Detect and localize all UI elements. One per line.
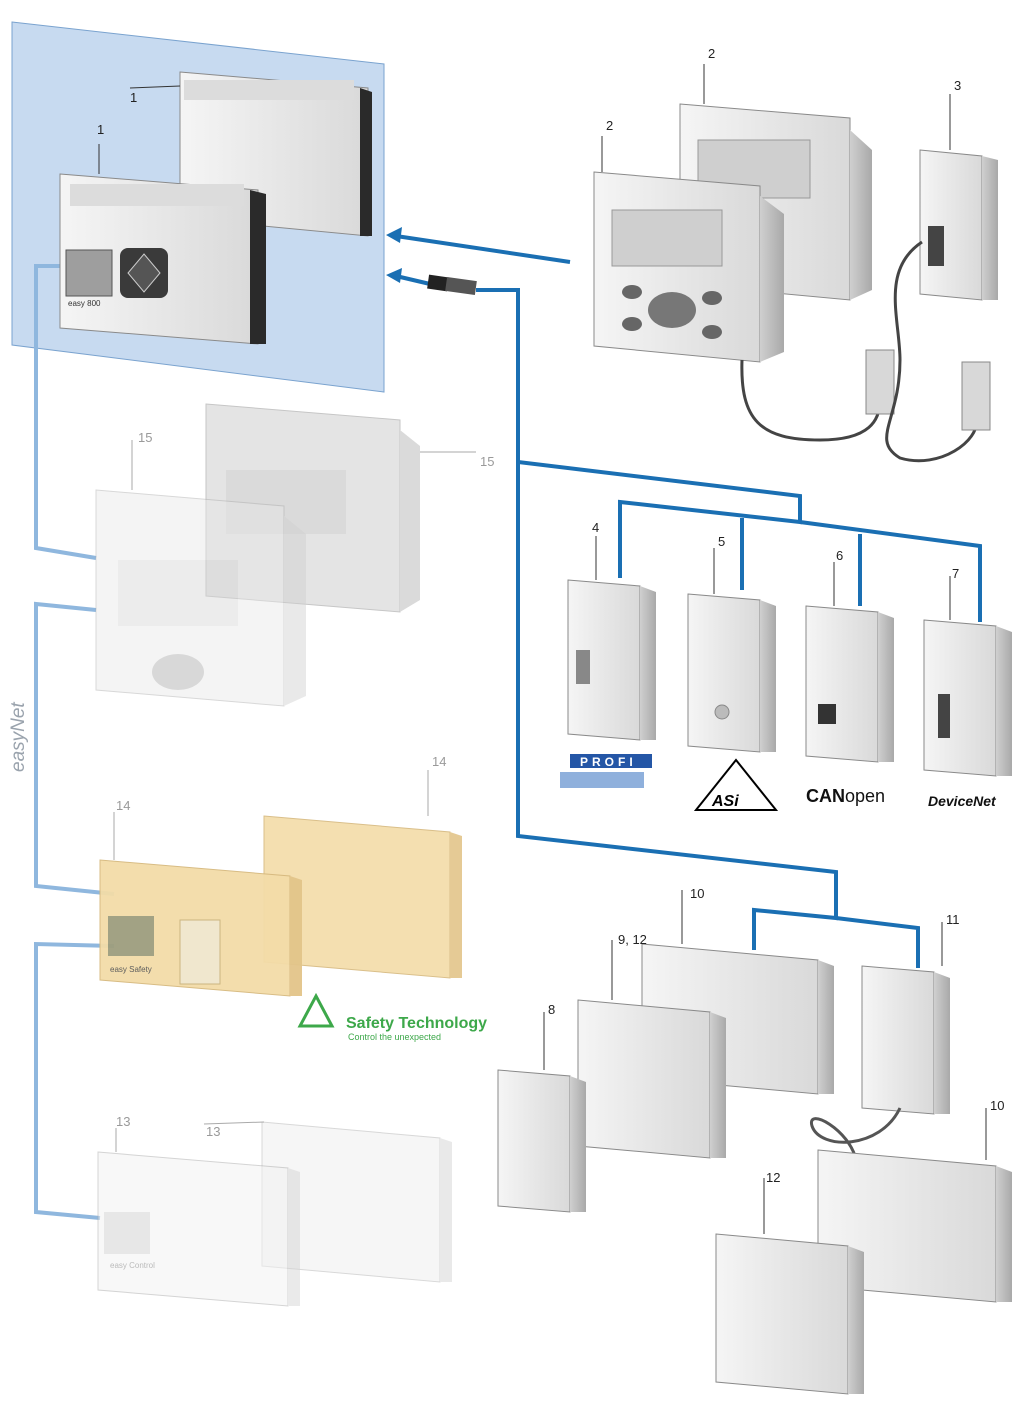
profibus-logo: PROFI xyxy=(560,754,652,788)
base-unit-front: easy 800 xyxy=(59,173,266,345)
cable-plug xyxy=(961,361,991,431)
svg-text:ASi: ASi xyxy=(711,793,739,810)
module-5-asi xyxy=(687,593,776,753)
display-unit-front xyxy=(593,171,784,363)
display-cable xyxy=(740,359,882,442)
label-9-12: 9, 12 xyxy=(618,932,647,947)
safety-technology-logo: Safety Technology Control the unexpected xyxy=(297,992,487,1042)
module-8 xyxy=(497,1069,586,1213)
bus-arrowhead xyxy=(386,227,402,243)
bus-lines-dark xyxy=(395,234,982,968)
svg-text:PROFI: PROFI xyxy=(580,755,637,769)
label-15-front: 15 xyxy=(138,430,152,445)
label-12: 12 xyxy=(766,1170,780,1185)
cable-plug xyxy=(865,349,895,415)
module-9-12 xyxy=(577,999,726,1159)
label-7: 7 xyxy=(952,566,959,581)
module-3 xyxy=(919,149,998,301)
easynet-label: easyNet xyxy=(8,702,29,772)
interface-connector xyxy=(427,274,477,296)
label-5: 5 xyxy=(718,534,725,549)
label-14-front: 14 xyxy=(116,798,130,813)
canopen-logo: CANopen xyxy=(806,786,885,806)
module-11-cable xyxy=(810,1107,902,1161)
label-13-front: 13 xyxy=(116,1114,130,1129)
label-11: 11 xyxy=(946,912,960,927)
module-11 xyxy=(861,965,950,1115)
module-3-cable xyxy=(885,240,978,463)
faded-display-rear xyxy=(205,403,420,613)
svg-text:Control the unexpected: Control the unexpected xyxy=(348,1032,441,1042)
label-13-rear: 13 xyxy=(206,1124,220,1139)
asi-logo: ASi xyxy=(693,758,779,811)
devicenet-logo: DeviceNet xyxy=(928,793,997,809)
control-unit-front: easy Control xyxy=(97,1151,300,1307)
label-1-rear: 1 xyxy=(130,90,137,105)
module-6-canopen xyxy=(805,605,894,763)
module-12 xyxy=(715,1233,864,1395)
module-4-profibus xyxy=(567,579,656,741)
label-2-rear: 2 xyxy=(708,46,715,61)
label-14-rear: 14 xyxy=(432,754,446,769)
svg-text:Safety Technology: Safety Technology xyxy=(346,1015,487,1032)
svg-text:CANopen: CANopen xyxy=(806,786,885,806)
base-unit-brand: easy 800 xyxy=(68,299,101,308)
faded-display-front xyxy=(95,489,306,707)
label-10-bottom: 10 xyxy=(990,1098,1004,1113)
easynet-lines xyxy=(34,264,115,1220)
safety-unit-front: easy Safety xyxy=(99,859,302,997)
svg-text:easy Safety: easy Safety xyxy=(110,965,152,974)
control-unit-rear xyxy=(261,1121,452,1283)
svg-text:DeviceNet: DeviceNet xyxy=(928,793,997,809)
label-8: 8 xyxy=(548,1002,555,1017)
module-7-devicenet xyxy=(923,619,1012,777)
label-2-front: 2 xyxy=(606,118,613,133)
label-1-front: 1 xyxy=(97,122,104,137)
label-3: 3 xyxy=(954,78,961,93)
label-15-rear: 15 xyxy=(480,454,494,469)
bus-arrowhead xyxy=(386,268,402,283)
label-4: 4 xyxy=(592,520,599,535)
label-6: 6 xyxy=(836,548,843,563)
svg-text:easy Control: easy Control xyxy=(110,1261,155,1270)
label-10-top: 10 xyxy=(690,886,704,901)
